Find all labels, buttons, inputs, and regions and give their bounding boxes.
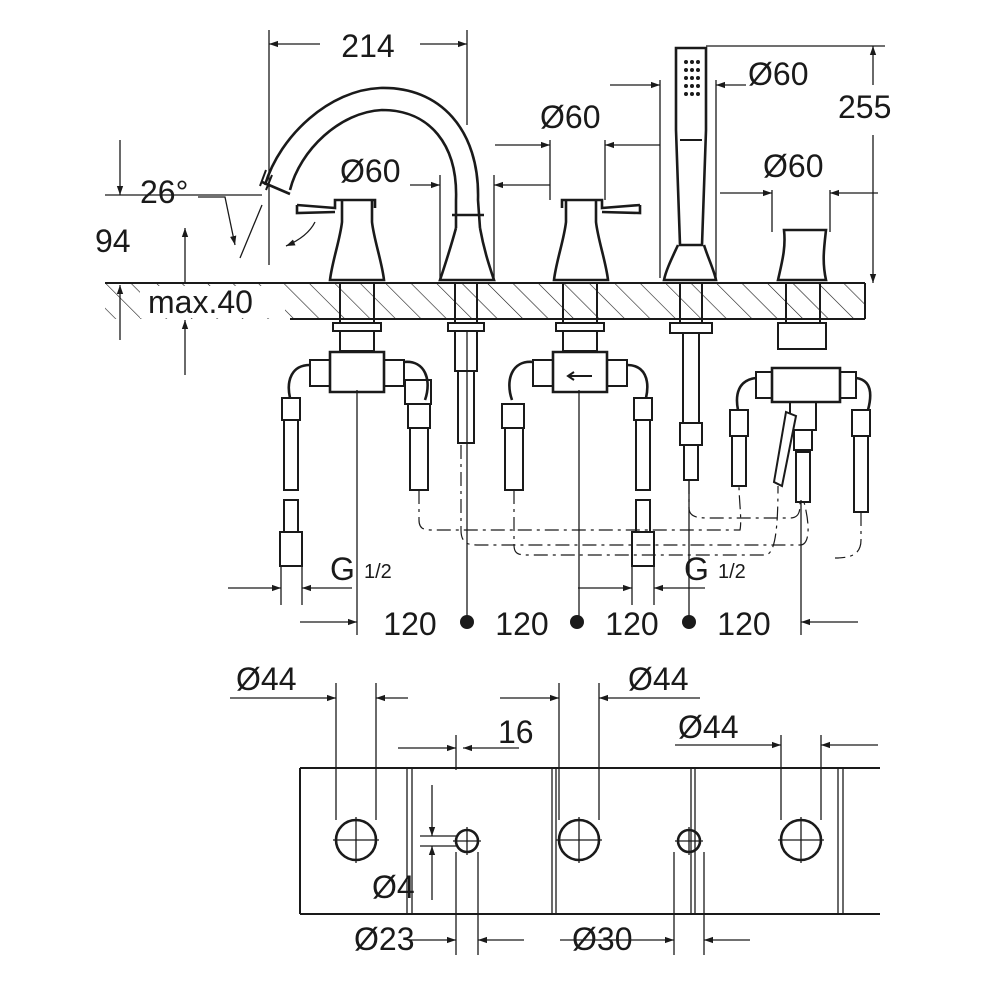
dimension-lines [105, 30, 885, 635]
dim-120-c: 120 [605, 606, 658, 642]
diverter [735, 228, 872, 503]
right-valve [508, 198, 649, 401]
dim-16: 16 [498, 714, 534, 750]
dim-g-right-fraction: 1/2 [718, 561, 746, 583]
dim-g-left-fraction: 1/2 [364, 561, 392, 583]
dim-120-d: 120 [717, 606, 770, 642]
dim-g-left: G [330, 551, 355, 587]
dim-120-a: 120 [383, 606, 436, 642]
dim-dia44-3: Ø44 [678, 709, 738, 745]
hand-shower [662, 46, 718, 481]
dim-g-right: G [684, 551, 709, 587]
dimension-labels: 214 26° 94 max.40 Ø60 Ø60 Ø60 255 Ø60 G … [95, 28, 891, 957]
dim-120-b: 120 [495, 606, 548, 642]
deck-section [105, 282, 866, 320]
dim-dia60-handshower: Ø60 [748, 56, 808, 92]
dim-dia44-1: Ø44 [236, 661, 296, 697]
dim-94: 94 [95, 223, 131, 259]
dim-214: 214 [341, 28, 394, 64]
dim-dia60-left: Ø60 [340, 153, 400, 189]
shower-nozzles [684, 60, 700, 96]
spout [259, 86, 496, 444]
dim-dia60-middle: Ø60 [540, 99, 600, 135]
dim-dia23: Ø23 [354, 921, 414, 957]
left-valve [287, 198, 432, 405]
dim-dia44-2: Ø44 [628, 661, 688, 697]
dim-dia60-diverter: Ø60 [763, 148, 823, 184]
hole-layout [230, 683, 880, 955]
dim-255: 255 [838, 89, 891, 125]
dim-dia4: Ø4 [372, 869, 415, 905]
dim-max-40: max.40 [148, 284, 253, 320]
supply-hoses [279, 397, 871, 567]
dim-dia30: Ø30 [572, 921, 632, 957]
dim-26-degree: 26° [140, 174, 188, 210]
